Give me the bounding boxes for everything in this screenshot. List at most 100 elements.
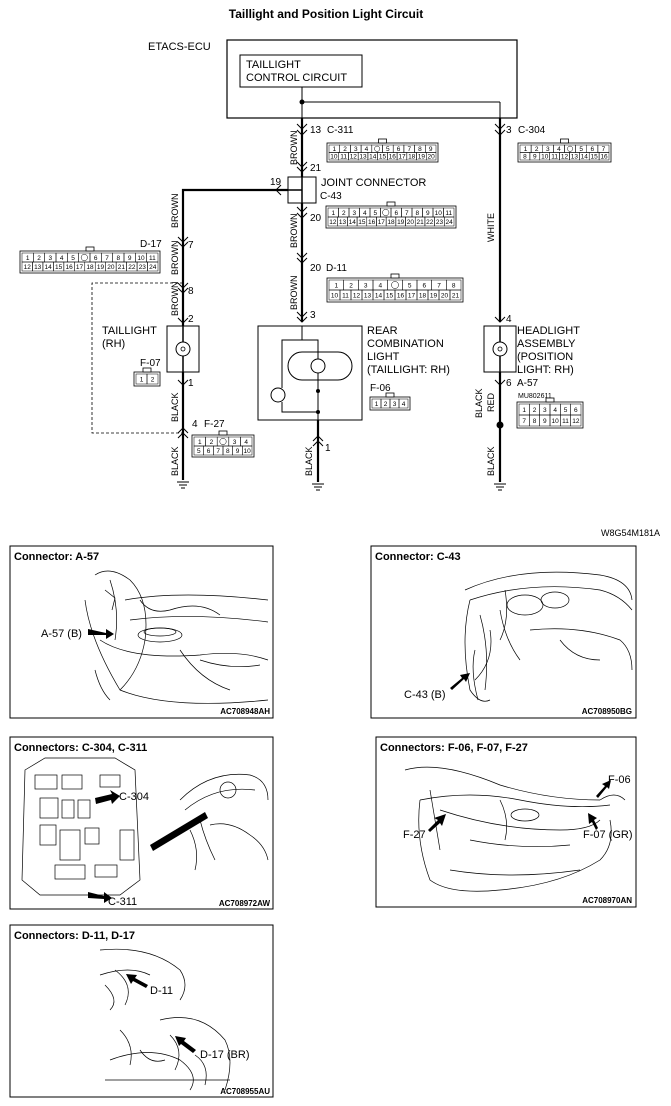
panel-c43: Connector: C-43 C-43 (B) AC708950BG bbox=[370, 545, 637, 719]
panel-d11-callout-2: D-17 (BR) bbox=[200, 1049, 250, 1061]
ecu-block-line2: CONTROL CIRCUIT bbox=[246, 72, 347, 84]
pin-number: 4 bbox=[244, 439, 248, 446]
pin-number: 7 bbox=[105, 255, 109, 262]
panel-a57: Connector: A-57 A-57 (B) AC708948AH bbox=[9, 545, 274, 719]
panel-a57-code: AC708948AH bbox=[220, 707, 270, 716]
pin-number: 5 bbox=[71, 255, 75, 262]
pin-4b: 4 bbox=[506, 314, 512, 325]
panel-d11-callout-1: D-11 bbox=[150, 985, 173, 997]
pin-key bbox=[567, 145, 573, 152]
connector-labels: C-311 C-43 D-17 D-11 F-07 F-06 F-27 C-30… bbox=[140, 125, 552, 430]
pin-number: 14 bbox=[45, 264, 53, 271]
wire-label-brown-2: BROWN bbox=[289, 214, 299, 249]
pin-number: 24 bbox=[149, 264, 157, 271]
pin-number: 23 bbox=[436, 219, 444, 226]
pin-number: 19 bbox=[97, 264, 105, 271]
label-a57: A-57 bbox=[517, 378, 539, 389]
pin-number: 13 bbox=[34, 264, 42, 271]
pin-number: 15 bbox=[379, 154, 387, 161]
pin-number: 8 bbox=[533, 418, 537, 425]
pin-number: 9 bbox=[128, 255, 132, 262]
wire-label-brown-5: BROWN bbox=[170, 241, 180, 276]
panel-d11-code: AC708955AU bbox=[220, 1087, 270, 1096]
pin-number: 10 bbox=[331, 292, 339, 299]
pin-number: 2 bbox=[210, 439, 214, 446]
label-f07: F-07 bbox=[140, 358, 161, 369]
pin-number: 7 bbox=[602, 146, 606, 153]
pin-number: 3 bbox=[393, 401, 397, 408]
pin-number: 13 bbox=[571, 154, 579, 161]
pin-number: 20 bbox=[107, 264, 115, 271]
junction-block-sketch bbox=[21, 757, 269, 896]
taillight-label-2: (RH) bbox=[102, 338, 125, 350]
pin-number: 1 bbox=[522, 407, 526, 414]
pin-6: 6 bbox=[506, 378, 512, 389]
pin-key bbox=[374, 145, 381, 152]
pin-number: 1 bbox=[140, 376, 144, 383]
pin-number: 22 bbox=[128, 264, 136, 271]
pin-cell bbox=[147, 261, 159, 272]
pin-number: 2 bbox=[535, 146, 539, 153]
headlight-assembly: HEADLIGHT ASSEMBLY (POSITION LIGHT: RH) bbox=[483, 325, 580, 429]
pin-number: 3 bbox=[543, 407, 547, 414]
label-c43: C-43 bbox=[320, 191, 342, 202]
pin-number: 16 bbox=[397, 292, 405, 299]
pin-number: 7 bbox=[522, 418, 526, 425]
pin-number: 17 bbox=[76, 264, 84, 271]
pin-8: 8 bbox=[188, 286, 194, 297]
wire-label-black-4: BLACK bbox=[486, 446, 496, 476]
pin-number: 11 bbox=[562, 418, 569, 425]
pin-number: 8 bbox=[415, 210, 419, 217]
pin-number: 11 bbox=[445, 210, 452, 217]
pin-number: 11 bbox=[340, 154, 347, 161]
pin-number: 15 bbox=[591, 154, 599, 161]
pin-labels: 13 21 19 20 20 3 1 7 8 2 1 4 3 4 6 bbox=[188, 125, 512, 454]
pin-number: 8 bbox=[452, 282, 456, 289]
pin-number: 18 bbox=[419, 292, 427, 299]
pin-number: 6 bbox=[397, 146, 401, 153]
pin-number: 11 bbox=[551, 154, 558, 161]
pin-number: 19 bbox=[397, 219, 405, 226]
wire-label-black-red-2: RED bbox=[486, 392, 496, 412]
pin-number: 15 bbox=[55, 264, 63, 271]
pin-number: 2 bbox=[37, 255, 41, 262]
joint-connector: JOINT CONNECTOR bbox=[287, 176, 426, 204]
pin-number: 5 bbox=[408, 282, 412, 289]
pin-number: 21 bbox=[118, 264, 126, 271]
headlight-label-1: HEADLIGHT bbox=[517, 325, 580, 337]
pin-7: 7 bbox=[188, 240, 194, 251]
label-d11: D-11 bbox=[326, 263, 347, 274]
pin-number: 18 bbox=[408, 154, 416, 161]
panel-a57-title: Connector: A-57 bbox=[14, 551, 99, 563]
wire-label-black-2: BLACK bbox=[170, 446, 180, 476]
pin-13: 13 bbox=[310, 125, 322, 136]
pin-number: 20 bbox=[428, 154, 436, 161]
pin-19: 19 bbox=[270, 177, 282, 188]
panel-f06: Connectors: F-06, F-07, F-27 F-06 F-27 F… bbox=[375, 736, 637, 908]
ecu-block-line1: TAILLIGHT bbox=[246, 59, 301, 71]
wire-label-black-red-1: BLACK bbox=[474, 388, 484, 418]
panel-f06-callout-2: F-27 bbox=[403, 829, 426, 841]
pin-number: 1 bbox=[335, 282, 339, 289]
pin-cell bbox=[426, 152, 437, 161]
pin-number: 13 bbox=[339, 219, 347, 226]
pin-number: 6 bbox=[94, 255, 98, 262]
panel-c43-title: Connector: C-43 bbox=[375, 551, 461, 563]
pin-number: 24 bbox=[446, 219, 454, 226]
pin-number: 9 bbox=[429, 146, 433, 153]
pin-number: 8 bbox=[117, 255, 121, 262]
panel-c304-callout-2: C-311 bbox=[108, 896, 137, 908]
label-d17: D-17 bbox=[140, 239, 162, 250]
pin-number: 9 bbox=[236, 448, 240, 455]
pin-number: 1 bbox=[524, 146, 528, 153]
wire-label-brown-3: BROWN bbox=[289, 276, 299, 311]
pin-number: 10 bbox=[244, 448, 252, 455]
pin-number: 23 bbox=[139, 264, 147, 271]
pin-key bbox=[219, 438, 227, 445]
